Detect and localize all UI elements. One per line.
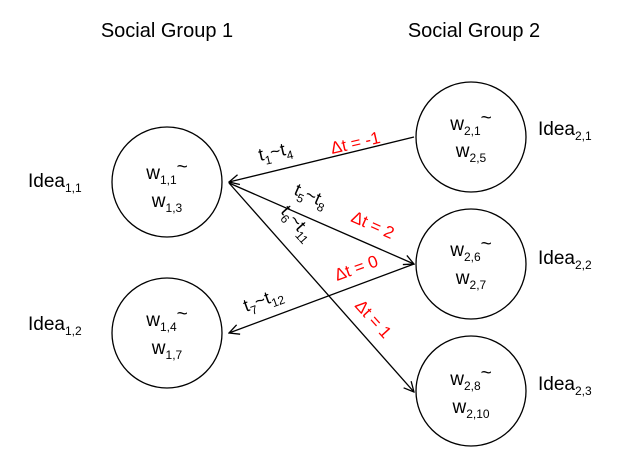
idea-label: Idea1,2 xyxy=(28,314,82,338)
node-circle xyxy=(415,335,527,447)
idea-label: Idea2,3 xyxy=(538,374,592,398)
node-g2n1: w2,1~ w2,5 Idea2,1 xyxy=(415,81,592,193)
edge-time-label-3: t7~t12 xyxy=(241,283,288,320)
group-2-title: Social Group 2 xyxy=(408,20,540,42)
node-circle xyxy=(111,277,223,389)
edges xyxy=(228,136,415,392)
edge-g2n2-g1n2 xyxy=(229,263,415,333)
idea-label: Idea2,1 xyxy=(538,119,592,143)
idea-label: Idea2,2 xyxy=(538,248,592,272)
node-g2n3: w2,8~ w2,10 Idea2,3 xyxy=(415,335,592,447)
node-weight-end: w1,7 xyxy=(151,338,183,362)
node-weight-start: w2,1~ xyxy=(449,108,492,138)
edge-time-label-4: t6~t11 xyxy=(274,201,319,247)
node-g1n1: w1,1~ w1,3 Idea1,1 xyxy=(28,126,223,238)
node-circle xyxy=(415,208,527,320)
node-weight-end: w2,7 xyxy=(455,268,487,292)
node-g1n2: w1,4~ w1,7 Idea1,2 xyxy=(28,277,223,389)
node-weight-end: w2,10 xyxy=(451,397,489,421)
node-weight-start: w1,4~ xyxy=(145,304,188,334)
edge-delta-label-2: Δt = 2 xyxy=(348,207,397,243)
node-weight-start: w1,1~ xyxy=(145,157,188,187)
node-circle xyxy=(111,126,223,238)
edge-g1n1-g2n2 xyxy=(228,182,414,264)
edge-time-label-1: t1~t4 xyxy=(256,138,295,169)
node-weight-end: w2,5 xyxy=(455,141,487,165)
node-circle xyxy=(415,81,527,193)
group-1-title: Social Group 1 xyxy=(101,20,233,42)
edge-g1n1-g2n3 xyxy=(228,182,414,392)
edge-g2n1-g1n1 xyxy=(229,136,415,182)
node-g2n2: w2,6~ w2,7 Idea2,2 xyxy=(415,208,592,320)
node-weight-end: w1,3 xyxy=(151,191,183,215)
edge-delta-label-1: Δt = -1 xyxy=(329,128,383,158)
edge-delta-label-4: Δt = 1 xyxy=(351,296,395,342)
idea-label: Idea1,1 xyxy=(28,171,82,195)
edge-time-label-2: t5~t8 xyxy=(290,179,331,215)
node-weight-start: w2,8~ xyxy=(449,363,492,393)
node-weight-start: w2,6~ xyxy=(449,234,492,264)
